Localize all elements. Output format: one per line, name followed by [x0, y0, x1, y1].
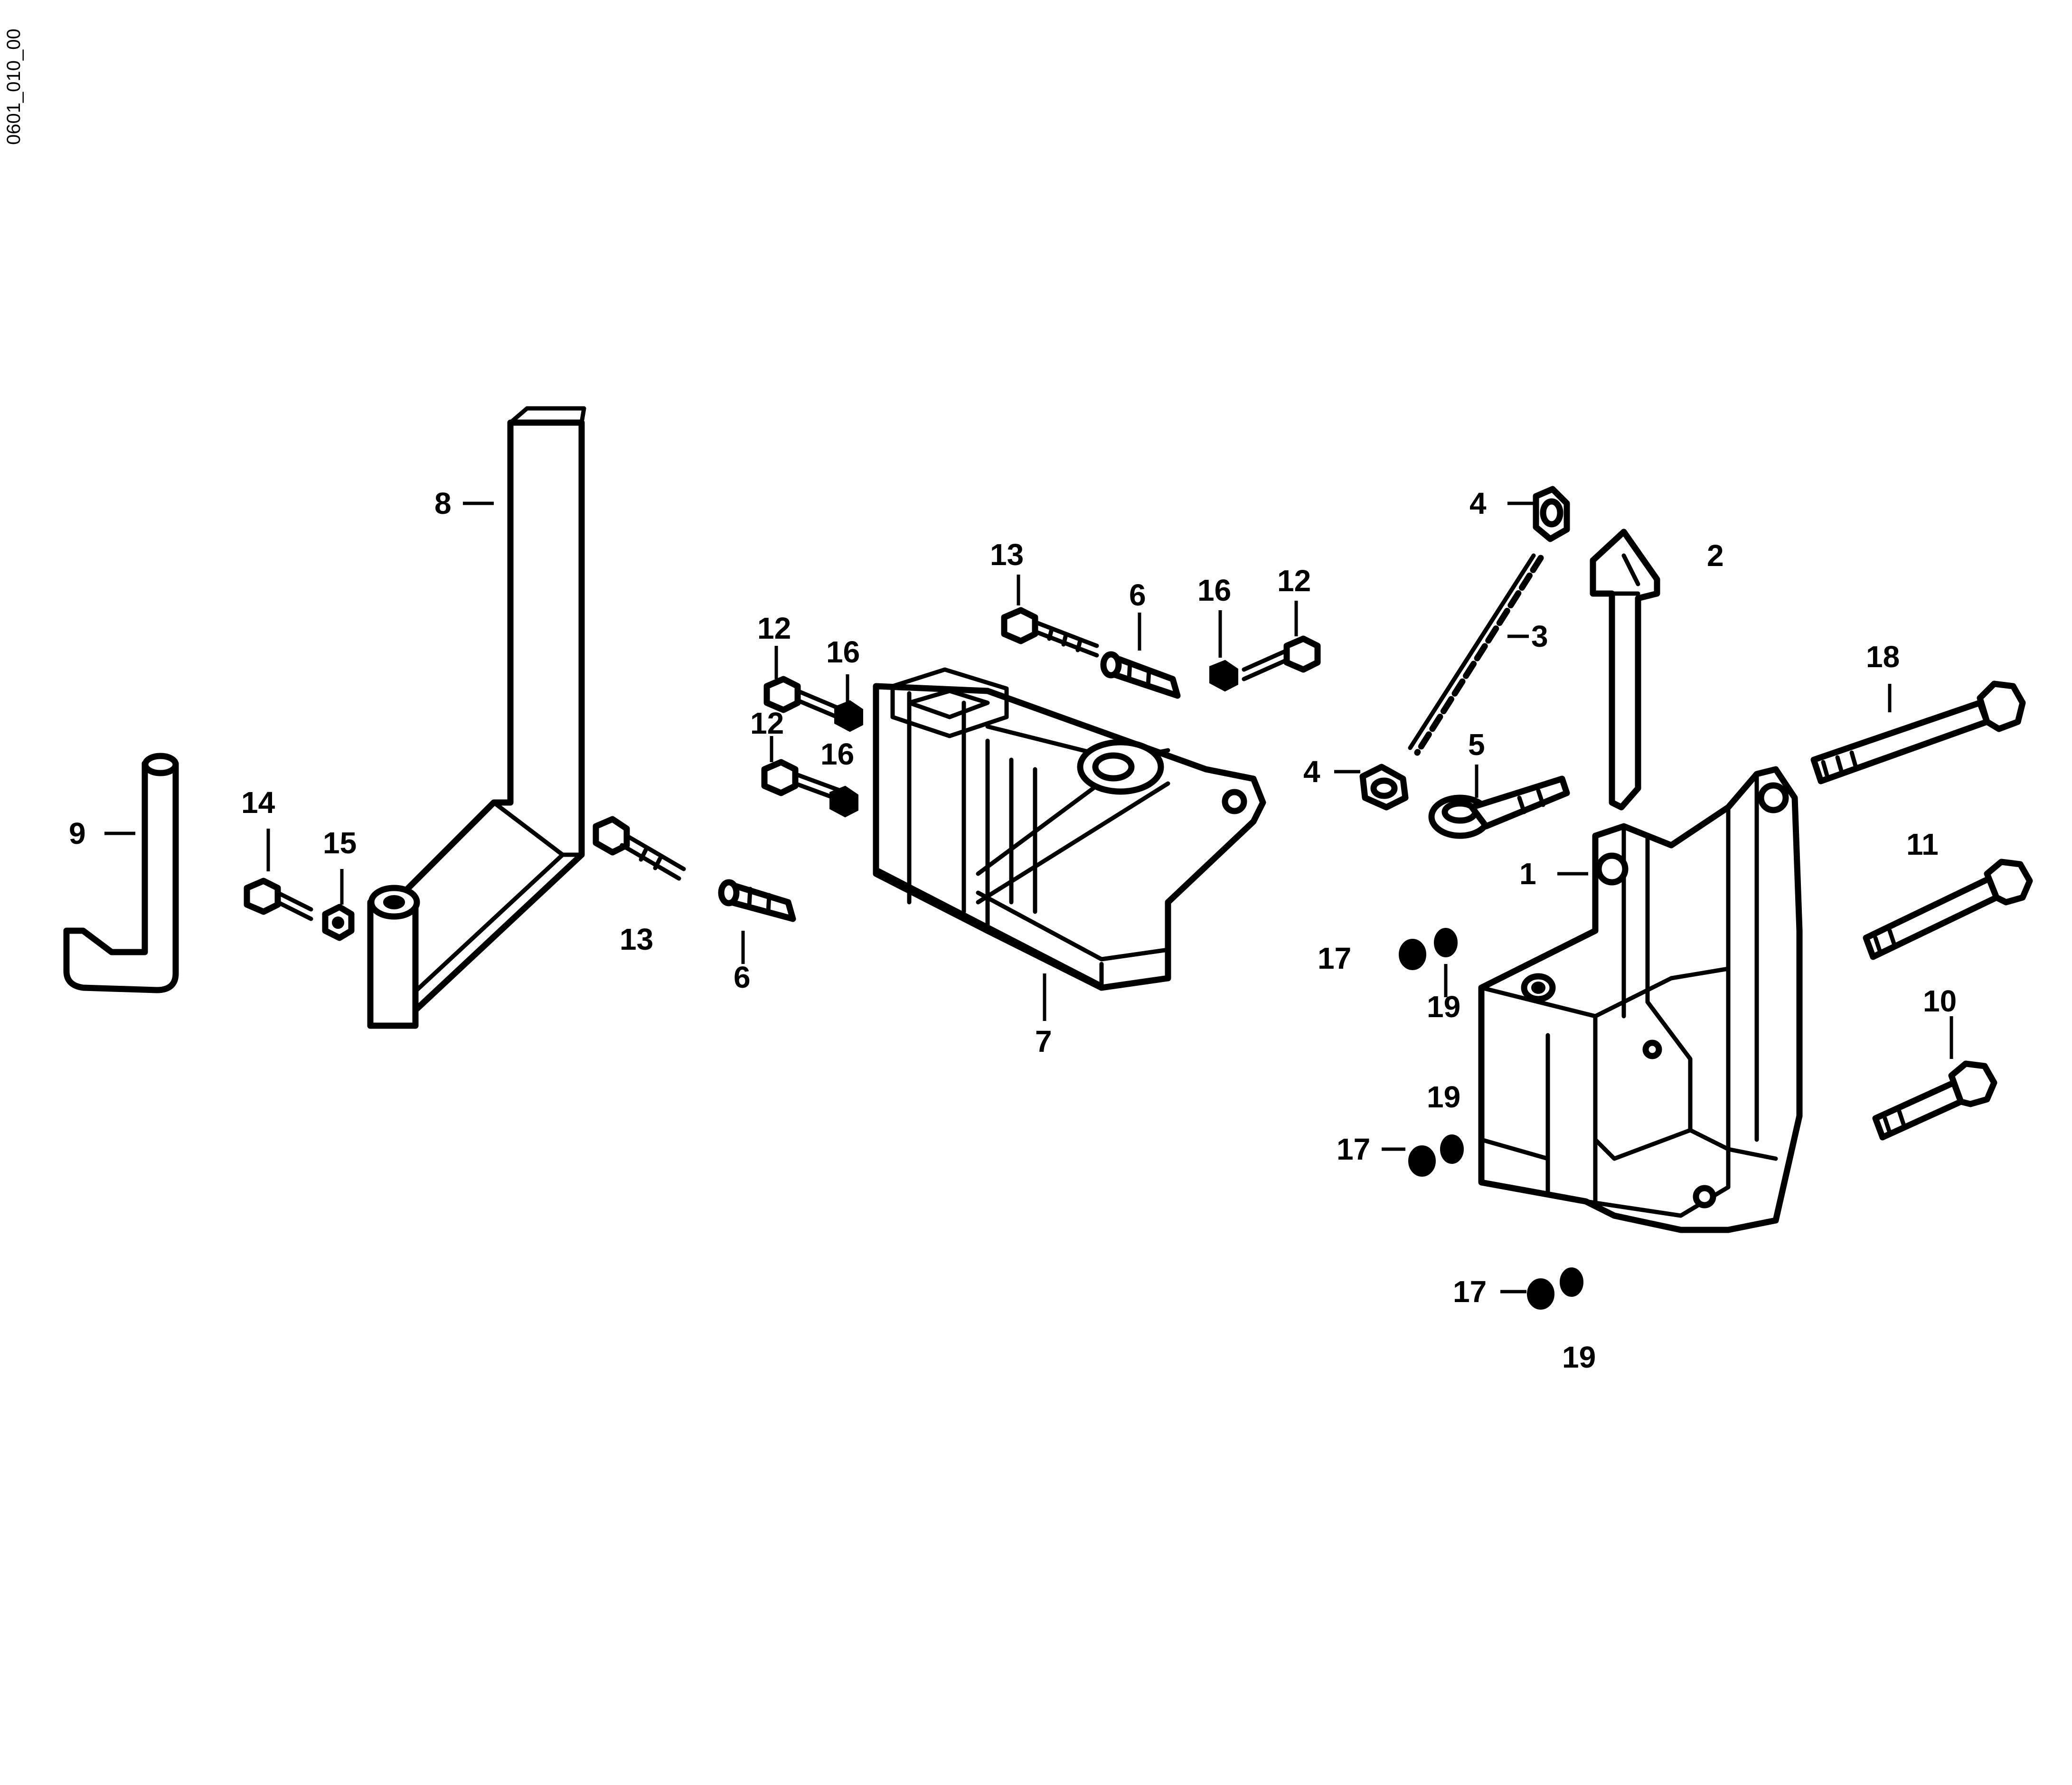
part-9-l-pin — [63, 753, 179, 993]
part-17-nut-b — [1408, 1145, 1436, 1177]
part-8-bent-tube — [367, 406, 586, 1029]
callout-labels: 1 2 3 4 4 5 6 6 7 8 9 10 11 12 12 12 13 … — [69, 486, 1957, 1374]
callout-4: 4 — [1469, 486, 1487, 520]
part-19-washer-b — [1440, 1134, 1464, 1164]
callout-17: 17 — [1337, 1132, 1370, 1166]
part-14-bolt — [244, 878, 313, 921]
callout-11: 11 — [1906, 827, 1939, 861]
part-1-main-bracket — [1478, 766, 1803, 1233]
callout-2: 2 — [1707, 538, 1724, 573]
callout-12: 12 — [750, 706, 784, 740]
callout-4: 4 — [1303, 755, 1320, 789]
part-4-ring-upper — [1533, 486, 1570, 542]
part-16-nut-c — [1209, 660, 1238, 692]
part-16-nut-b — [829, 785, 858, 818]
leader-lines — [104, 501, 1953, 1294]
callout-12: 12 — [757, 611, 791, 645]
part-6-spacer-a — [1100, 651, 1181, 699]
callout-10: 10 — [1923, 984, 1957, 1018]
part-3-chain — [1408, 553, 1544, 756]
callout-5: 5 — [1468, 727, 1485, 762]
callout-18: 18 — [1866, 640, 1900, 674]
callout-9: 9 — [69, 816, 86, 850]
part-17-nut-c — [1527, 1278, 1554, 1310]
callout-6: 6 — [734, 960, 751, 994]
part-5-clamp — [1428, 775, 1570, 839]
part-19-washer-a — [1434, 928, 1458, 957]
part-12-bolt-a — [763, 676, 845, 722]
callout-17: 17 — [1318, 941, 1351, 975]
drawing-code: 0601_010_00 — [3, 28, 24, 145]
callout-19: 19 — [1562, 1340, 1596, 1374]
callout-19: 19 — [1427, 1080, 1460, 1114]
callout-19: 19 — [1427, 990, 1460, 1024]
callout-16: 16 — [820, 737, 854, 771]
part-2-pin-plate — [1590, 529, 1660, 811]
part-17-nut-a — [1399, 939, 1426, 970]
callout-15: 15 — [323, 826, 357, 860]
callout-16: 16 — [826, 635, 860, 669]
part-12-bolt-c — [1242, 635, 1321, 681]
part-6-spacer-b — [718, 879, 796, 922]
part-13-bolt-b — [593, 816, 686, 881]
callout-13: 13 — [620, 922, 653, 956]
part-19-washer-c — [1560, 1267, 1583, 1297]
part-13-bolt-a — [1001, 607, 1099, 658]
part-18-long-bolt — [1810, 680, 2026, 784]
part-16-nut-a — [834, 700, 863, 732]
callout-8: 8 — [434, 486, 452, 520]
part-4-ring-lower — [1359, 764, 1409, 811]
part-10-bolt — [1872, 1060, 1997, 1141]
callout-14: 14 — [241, 785, 275, 820]
callout-6: 6 — [1129, 578, 1146, 612]
callout-7: 7 — [1035, 1024, 1052, 1058]
callout-13: 13 — [990, 538, 1024, 572]
callout-16: 16 — [1197, 573, 1231, 607]
callout-1: 1 — [1519, 857, 1536, 891]
callout-12: 12 — [1277, 564, 1311, 598]
part-15-nut — [322, 904, 355, 941]
callout-3: 3 — [1531, 619, 1548, 653]
part-11-bolt — [1863, 859, 2033, 960]
part-7-central-frame — [873, 667, 1266, 991]
callout-17: 17 — [1453, 1275, 1487, 1309]
